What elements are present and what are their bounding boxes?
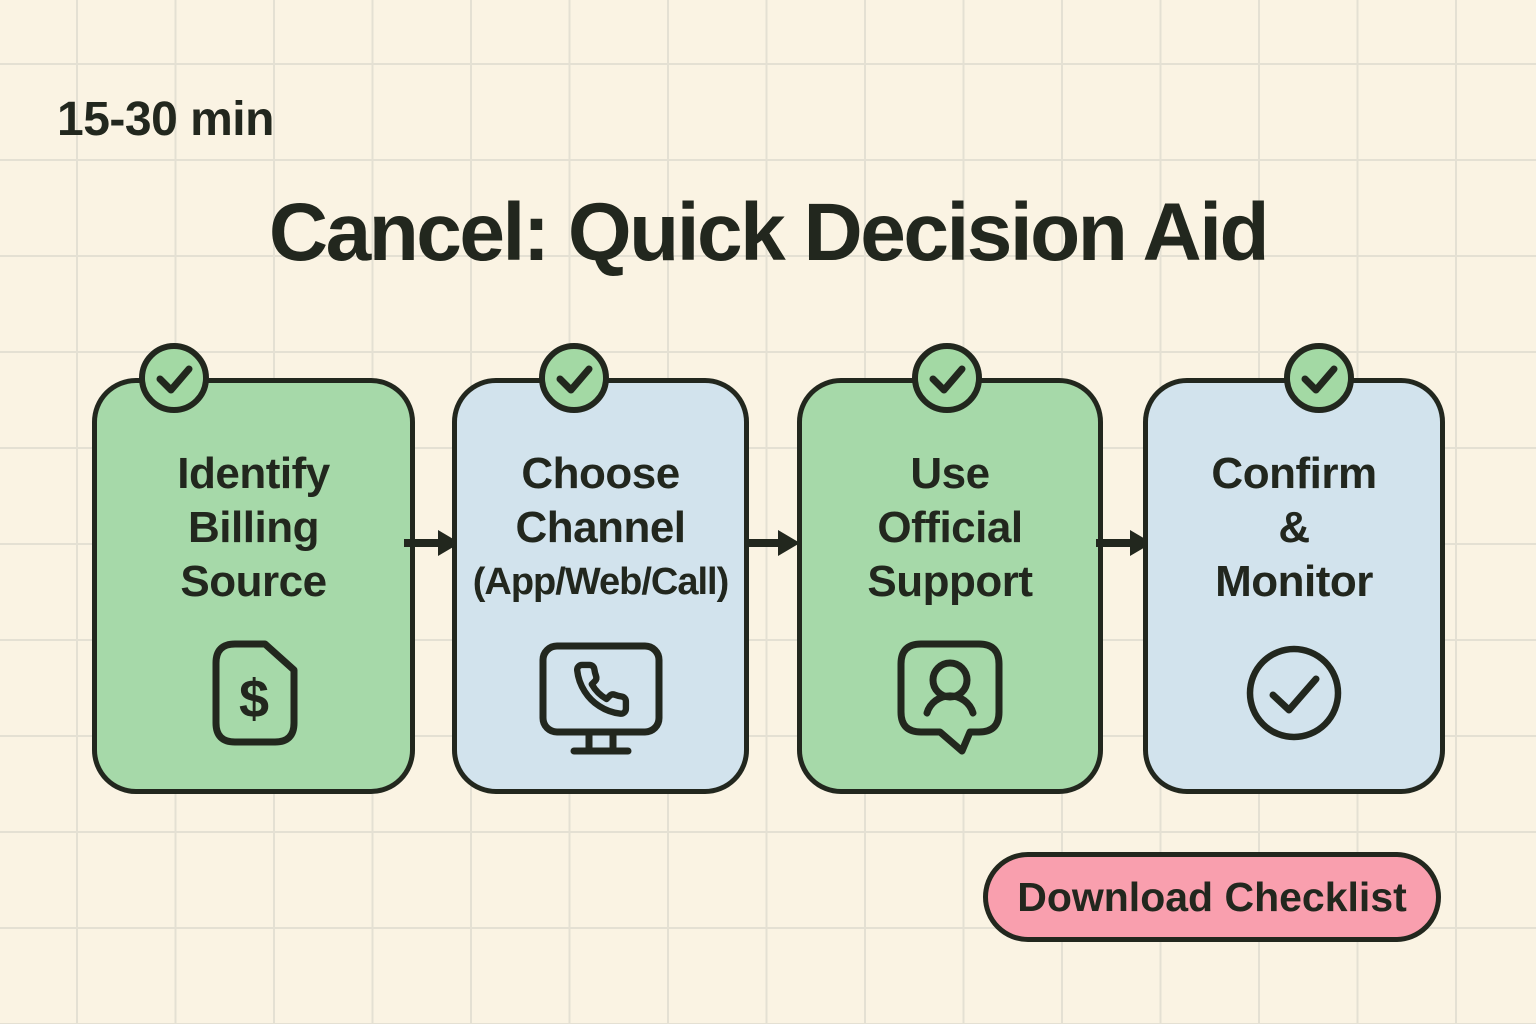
step-label-line: (App/Web/Call) xyxy=(472,561,730,603)
step-card-confirm-monitor: Confirm & Monitor xyxy=(1143,343,1445,794)
step-card-use-official-support: Use Official Support xyxy=(797,343,1103,794)
billing-document-icon: $ xyxy=(209,639,299,747)
duration-label: 15-30 min xyxy=(57,93,274,146)
check-icon xyxy=(1301,365,1338,394)
step-label-line: Billing xyxy=(188,503,319,552)
download-checklist-button[interactable]: Download Checklist xyxy=(983,852,1441,942)
step-label-line: Use xyxy=(910,449,990,498)
step-label-line: Official xyxy=(877,503,1023,552)
check-icon xyxy=(156,365,193,394)
flow-arrow-icon xyxy=(744,530,800,556)
step-check-badge xyxy=(139,343,209,413)
page-title: Cancel: Quick Decision Aid xyxy=(268,187,1270,278)
step-card-choose-channel: Choose Channel (App/Web/Call) xyxy=(452,343,749,794)
step-label: Use Official Support xyxy=(802,447,1098,609)
step-check-badge xyxy=(912,343,982,413)
step-label-line: & xyxy=(1278,503,1310,552)
step-label-line: Confirm xyxy=(1211,449,1377,498)
step-label-line: Channel xyxy=(515,503,686,552)
step-label: Identify Billing Source xyxy=(97,447,410,609)
step-label-line: Support xyxy=(867,557,1033,606)
step-card-identify-billing-source: Identify Billing Source $ xyxy=(92,343,415,794)
check-icon xyxy=(556,365,593,394)
flow-arrow-icon xyxy=(404,530,460,556)
step-check-badge xyxy=(539,343,609,413)
step-label-line: Identify xyxy=(177,449,330,498)
check-circle-icon xyxy=(1244,643,1344,743)
dollar-glyph: $ xyxy=(238,669,268,729)
step-label-line: Source xyxy=(180,557,327,606)
step-check-badge xyxy=(1284,343,1354,413)
step-label-line: Monitor xyxy=(1215,557,1373,606)
flow-arrow-icon xyxy=(1096,530,1152,556)
step-label: Choose Channel (App/Web/Call) xyxy=(457,447,744,609)
step-label-line: Choose xyxy=(521,449,680,498)
monitor-phone-icon xyxy=(536,639,666,761)
step-label: Confirm & Monitor xyxy=(1148,447,1440,609)
check-icon xyxy=(929,365,966,394)
support-chat-person-icon xyxy=(894,639,1006,759)
